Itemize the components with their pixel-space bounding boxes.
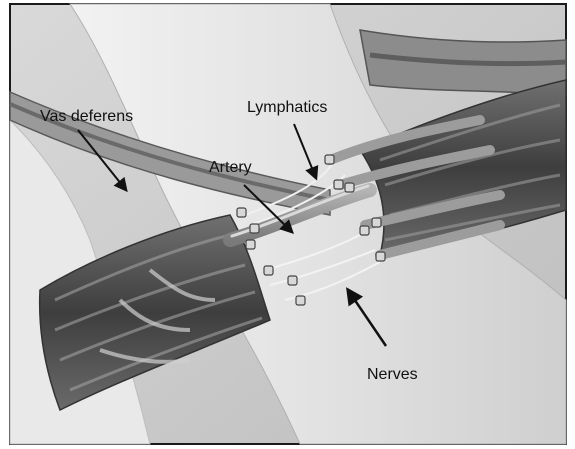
label-vas-deferens: Vas deferens (40, 108, 133, 125)
clip (372, 218, 381, 227)
clip (376, 252, 385, 261)
label-lymphatics: Lymphatics (247, 99, 327, 116)
clip (246, 240, 255, 249)
clip (237, 208, 246, 217)
clip (288, 276, 297, 285)
clip (325, 155, 334, 164)
clip (360, 226, 369, 235)
clip (345, 183, 354, 192)
clip (264, 266, 273, 275)
clip (250, 224, 259, 233)
label-artery: Artery (209, 159, 252, 176)
label-nerves: Nerves (367, 366, 418, 383)
clip (296, 296, 305, 305)
clip (334, 180, 343, 189)
